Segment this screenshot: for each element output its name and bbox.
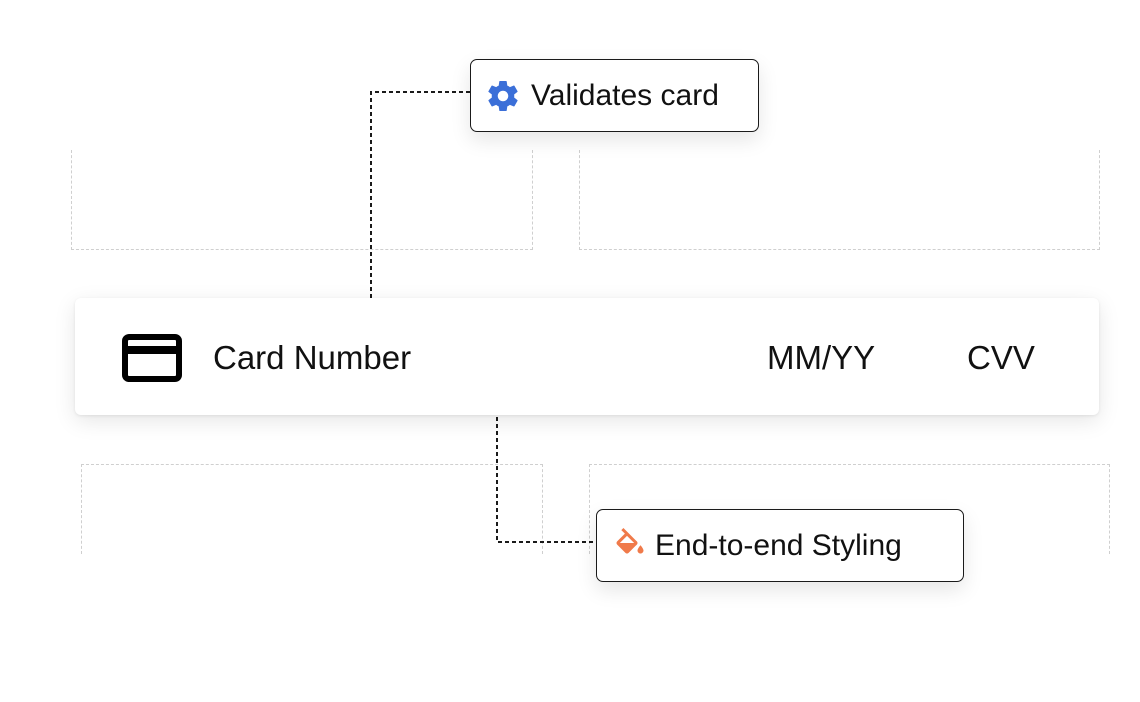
cvv-placeholder[interactable]: CVV	[967, 339, 1035, 376]
card-input-field[interactable]: Card Number MM/YY CVV	[75, 298, 1099, 415]
validation-callout: Validates card	[470, 59, 759, 132]
card-number-placeholder[interactable]: Card Number	[213, 339, 412, 376]
credit-card-icon	[122, 334, 182, 382]
expiry-placeholder[interactable]: MM/YY	[767, 339, 876, 376]
placeholder-box-top-right	[579, 150, 1100, 250]
placeholder-box-bottom-left	[81, 464, 543, 554]
styling-callout: End-to-end Styling	[596, 509, 964, 582]
placeholder-box-top-left	[71, 150, 533, 250]
validation-callout-label: Validates card	[531, 78, 719, 112]
styling-callout-label: End-to-end Styling	[655, 528, 902, 562]
gear-icon	[488, 80, 518, 111]
paint-bucket-icon	[616, 527, 644, 553]
